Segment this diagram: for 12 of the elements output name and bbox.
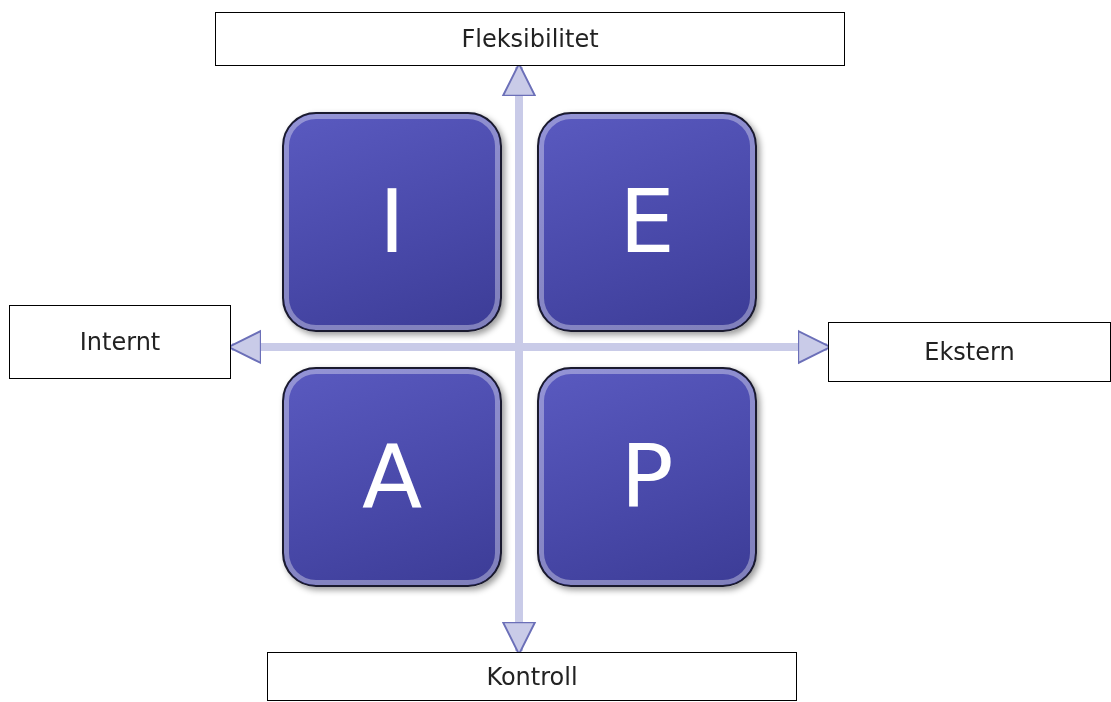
quadrant-letter: I <box>379 178 405 266</box>
quadrant-letter: P <box>620 433 674 521</box>
label-box: Kontroll <box>267 652 797 701</box>
quadrant-tile <box>537 112 757 332</box>
quadrant-letter: E <box>619 178 675 266</box>
label-box: Internt <box>9 305 231 379</box>
quadrant-tile <box>282 112 502 332</box>
quadrant-letter: A <box>361 433 423 521</box>
label-box: Ekstern <box>828 322 1111 382</box>
quadrant-tile <box>282 367 502 587</box>
label-box: Fleksibilitet <box>215 12 845 66</box>
quadrant-tile <box>537 367 757 587</box>
